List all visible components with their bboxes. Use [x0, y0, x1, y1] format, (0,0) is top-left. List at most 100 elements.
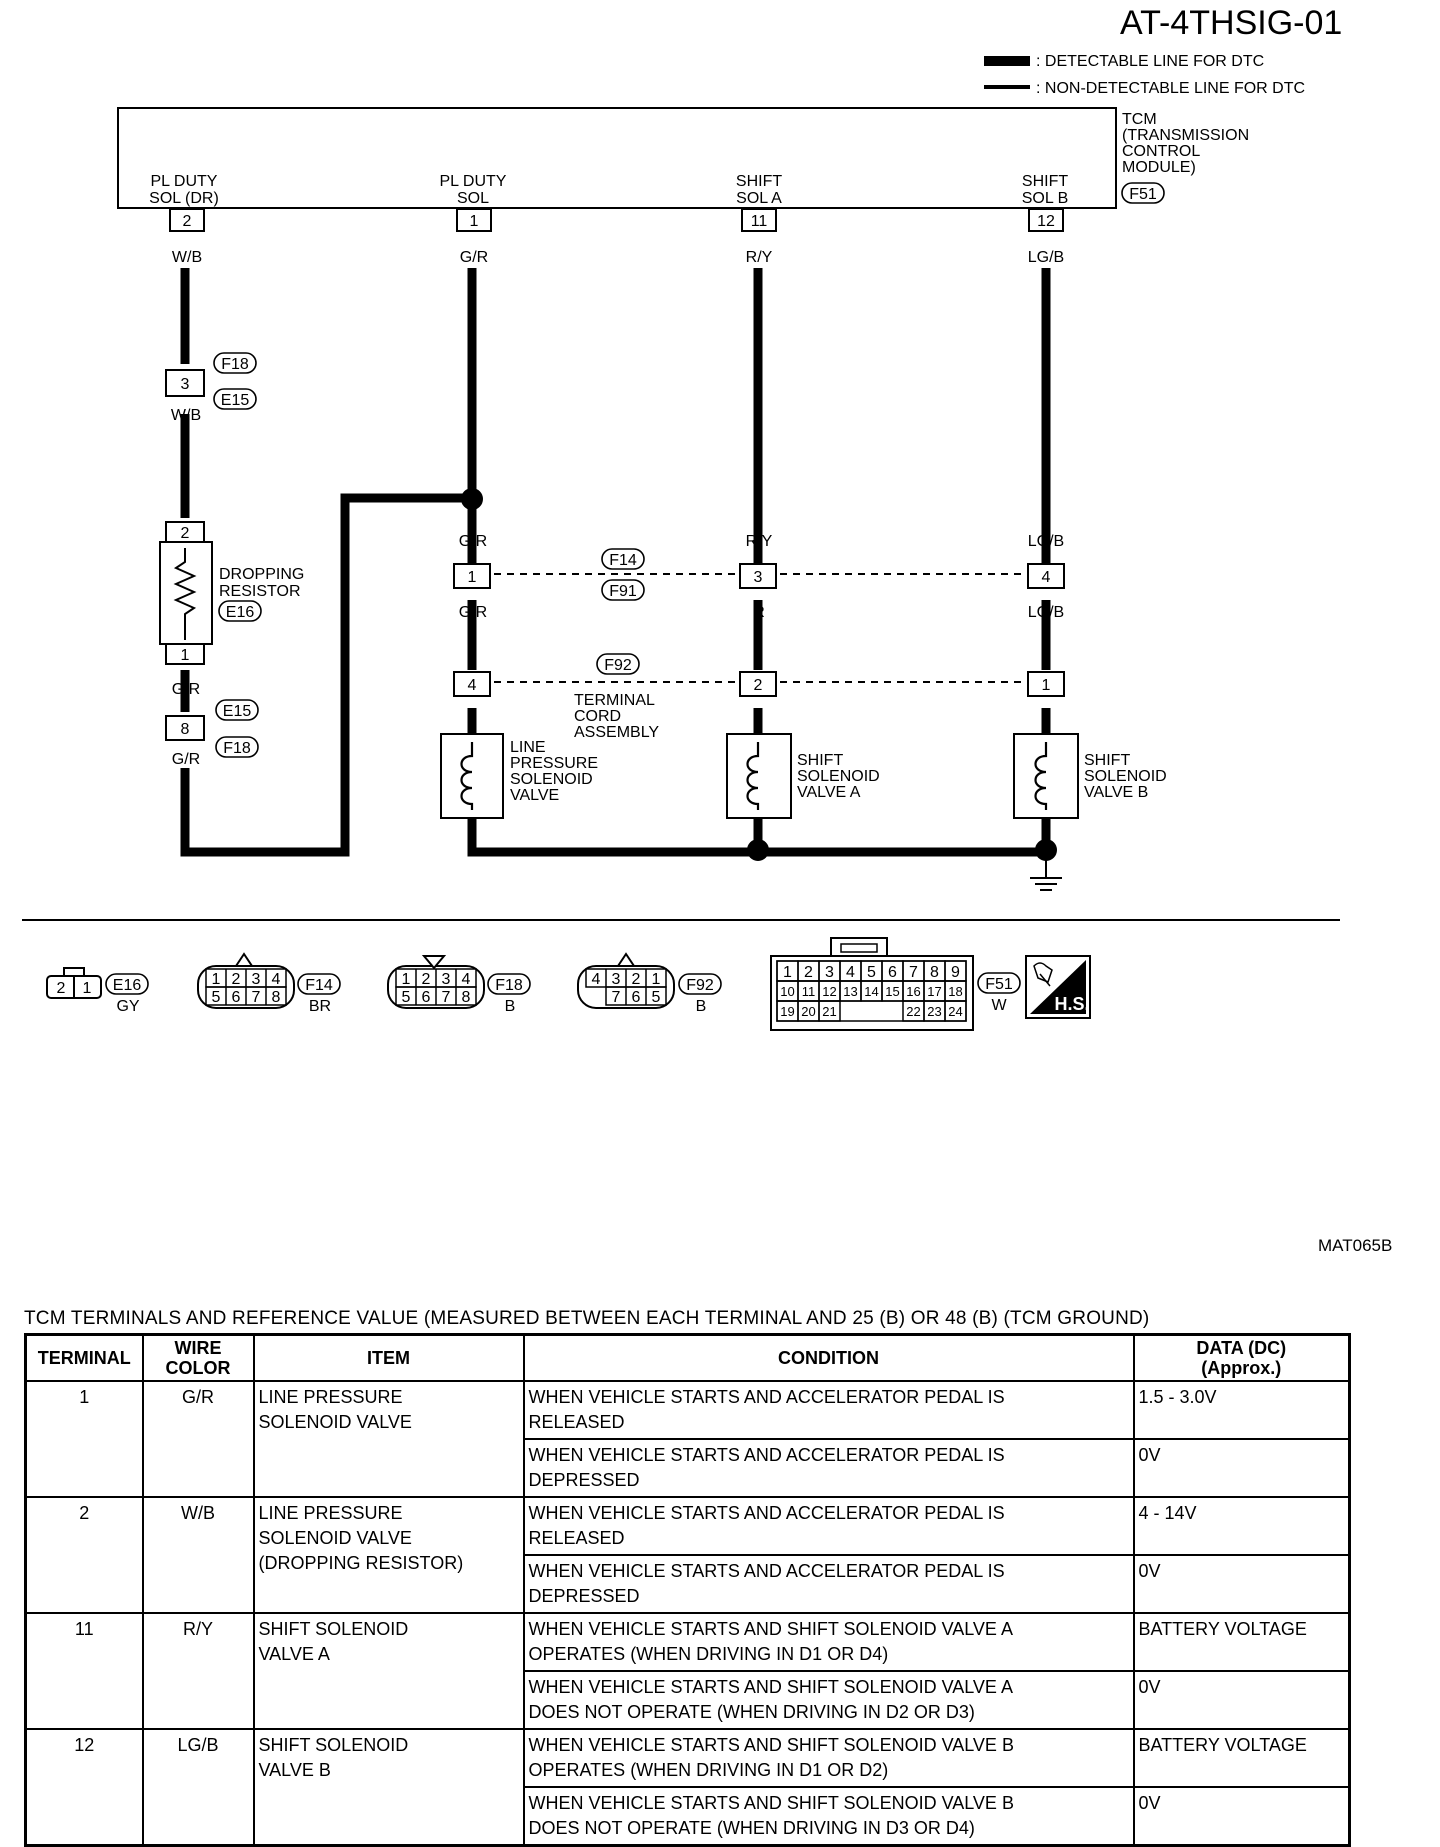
- svg-text:2: 2: [632, 971, 641, 988]
- svg-text:5: 5: [402, 989, 411, 1006]
- wire-above-1: G/R: [459, 533, 487, 550]
- splice-dot-2: [747, 839, 769, 861]
- f51-pin-label: 10: [780, 984, 794, 999]
- condition-cell: WHEN VEHICLE STARTS AND ACCELERATOR PEDA…: [522, 1554, 1135, 1614]
- wire-cell: R/Y: [141, 1612, 255, 1730]
- terminal-cell: 2: [24, 1496, 144, 1614]
- svg-text:5: 5: [652, 989, 661, 1006]
- header-condition: CONDITION: [522, 1333, 1135, 1382]
- f51-pin-label: 13: [843, 984, 857, 999]
- svg-text:RESISTOR: RESISTOR: [219, 583, 301, 600]
- svg-text:8: 8: [272, 989, 281, 1006]
- wire-cell: G/R: [141, 1380, 255, 1498]
- svg-text:7: 7: [442, 989, 451, 1006]
- svg-text:PL DUTY: PL DUTY: [440, 173, 507, 190]
- svg-text:1: 1: [402, 971, 411, 988]
- svg-text:F92: F92: [686, 977, 714, 994]
- f51-pin-label: 23: [927, 1004, 941, 1019]
- data-cell: 0V: [1132, 1786, 1351, 1847]
- header-wire-color: WIRE COLOR: [141, 1333, 255, 1382]
- terminal-cell: 1: [24, 1380, 144, 1498]
- f51-pin-label: 2: [804, 964, 813, 981]
- connector-e15-f18-lower: 8 E15 F18 G/R: [165, 699, 259, 768]
- hs-badge-text: H.S.: [1054, 994, 1089, 1014]
- svg-text:SHIFT: SHIFT: [1084, 752, 1130, 769]
- svg-text:2: 2: [232, 971, 241, 988]
- table-row: WHEN VEHICLE STARTS AND ACCELERATOR PEDA…: [26, 1554, 1351, 1614]
- svg-text:3: 3: [181, 376, 190, 393]
- table-header-row: TERMINAL WIRE COLOR ITEM CONDITION DATA …: [24, 1333, 1351, 1382]
- f51-pin-label: 21: [822, 1004, 836, 1019]
- svg-text:2: 2: [57, 980, 66, 997]
- svg-text:F14: F14: [609, 552, 637, 569]
- wire-between-1: G/R: [459, 604, 487, 621]
- connector-face-e16: 2 1 E16 GY: [46, 967, 149, 1015]
- svg-text:2: 2: [181, 525, 190, 542]
- wire-between-3: LG/B: [1028, 604, 1064, 621]
- f51-pin-label: 11: [802, 984, 816, 999]
- svg-text:B: B: [505, 998, 516, 1015]
- svg-text:6: 6: [632, 989, 641, 1006]
- svg-text:1: 1: [1042, 677, 1051, 694]
- f51-pin-label: 24: [948, 1004, 962, 1019]
- splice-dot-3: [1035, 839, 1057, 861]
- condition-cell: WHEN VEHICLE STARTS AND SHIFT SOLENOID V…: [522, 1728, 1135, 1788]
- f51-pin-label: 6: [888, 964, 897, 981]
- svg-text:W/B: W/B: [172, 249, 202, 266]
- svg-text:2: 2: [422, 971, 431, 988]
- svg-text:3: 3: [754, 569, 763, 586]
- svg-text:VALVE A: VALVE A: [797, 784, 861, 801]
- svg-text:1: 1: [470, 213, 479, 230]
- wire-cell: LG/B: [141, 1728, 255, 1847]
- svg-text:R/Y: R/Y: [746, 249, 773, 266]
- tcm-pin-1: PL DUTY SOL (DR) 2 W/B: [149, 173, 219, 266]
- svg-text:E15: E15: [223, 703, 252, 720]
- svg-text:1: 1: [212, 971, 221, 988]
- f51-pin-label: 20: [801, 1004, 815, 1019]
- f51-pin-label: 17: [927, 984, 941, 999]
- tcm-pin-2: PL DUTY SOL 1 G/R: [440, 173, 507, 266]
- svg-text:4: 4: [272, 971, 281, 988]
- svg-text:PL DUTY: PL DUTY: [151, 173, 218, 190]
- tcm-pin-4: SHIFT SOL B 12 LG/B: [1022, 173, 1069, 266]
- svg-text:12: 12: [1037, 213, 1055, 230]
- svg-text:F18: F18: [221, 356, 249, 373]
- svg-text:4: 4: [1042, 569, 1051, 586]
- f51-pin-label: 5: [867, 964, 876, 981]
- svg-text:8: 8: [181, 721, 190, 738]
- svg-text:GY: GY: [116, 998, 139, 1015]
- svg-text:SOLENOID: SOLENOID: [797, 768, 880, 785]
- svg-text:G/R: G/R: [172, 751, 200, 768]
- svg-text:TERMINAL: TERMINAL: [574, 692, 655, 709]
- wire-above-2: R/Y: [746, 533, 773, 550]
- connector-f18-e15-upper: 3 F18 E15 W/B: [165, 352, 257, 424]
- wire-cell: W/B: [141, 1496, 255, 1614]
- header-terminal: TERMINAL: [24, 1333, 144, 1382]
- terminal-cell: 11: [24, 1612, 144, 1730]
- svg-text:W/B: W/B: [171, 407, 201, 424]
- connector-face-f14: 1 2 3 4 5 6 7 8 F14 BR: [197, 952, 341, 1015]
- tcm-box: [117, 107, 1117, 209]
- svg-text:4: 4: [462, 971, 471, 988]
- svg-text:SHIFT: SHIFT: [736, 173, 782, 190]
- svg-text:3: 3: [612, 971, 621, 988]
- svg-text:SOLENOID: SOLENOID: [1084, 768, 1167, 785]
- svg-text:LG/B: LG/B: [1028, 249, 1064, 266]
- table-title: TCM TERMINALS AND REFERENCE VALUE (MEASU…: [24, 1308, 1150, 1329]
- shift-solenoid-valve-b: SHIFT SOLENOID VALVE B: [1013, 733, 1167, 819]
- data-cell: 0V: [1132, 1670, 1351, 1730]
- f51-pin-cell: [818, 1000, 841, 1022]
- svg-text:E16: E16: [113, 977, 142, 994]
- svg-text:F14: F14: [305, 977, 333, 994]
- tcm-pin-3: SHIFT SOL A 11 R/Y: [736, 173, 782, 266]
- svg-text:3: 3: [442, 971, 451, 988]
- svg-text:W: W: [991, 997, 1007, 1014]
- tcm-name-2: (TRANSMISSION: [1122, 127, 1249, 144]
- svg-text:2: 2: [754, 677, 763, 694]
- svg-text:F18: F18: [223, 740, 251, 757]
- data-cell: 1.5 - 3.0V: [1132, 1380, 1351, 1440]
